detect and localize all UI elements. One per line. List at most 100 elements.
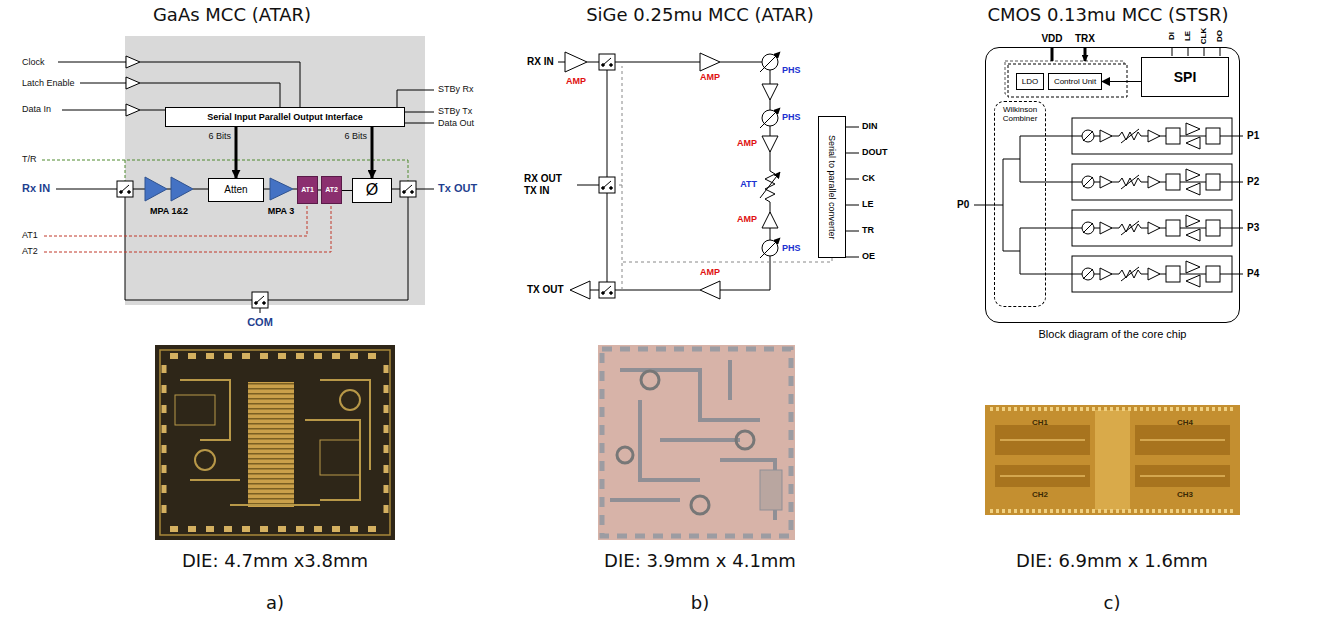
signal-label: RX OUT TX IN <box>524 173 572 197</box>
channel-label: CH1 <box>1032 418 1048 428</box>
sige-block-diagram <box>570 281 720 299</box>
gaas-block-diagram <box>117 181 133 197</box>
amp-label: AMP <box>737 214 757 225</box>
amp-label: AMP <box>700 267 720 278</box>
connector <box>235 127 238 178</box>
gaas-block-diagram <box>44 204 331 252</box>
cmos-block-diagram <box>1072 164 1243 200</box>
node-text: AT1 <box>301 186 314 194</box>
phase-shifter-box: Ø <box>352 178 392 203</box>
edge-label: 6 Bits <box>208 131 231 142</box>
panel-text: c) <box>1104 592 1121 614</box>
amp-label: AMP <box>566 76 586 87</box>
pin-label: AT2 <box>22 246 38 257</box>
gaas-die-photo <box>155 345 395 540</box>
node-text: Block diagram of the core chip <box>986 328 1239 341</box>
node-text: SPI <box>1174 69 1197 85</box>
gaas-die-photo <box>155 345 395 540</box>
gaas-block-diagram <box>125 36 425 305</box>
cmos-block-diagram <box>974 47 1243 292</box>
signal-label: TX OUT <box>527 284 564 296</box>
gaas-die-photo <box>164 365 386 520</box>
cmos-block-diagram <box>1072 210 1243 246</box>
panel-text: GaAs MCC (ATAR) <box>153 4 311 26</box>
pin-label: Data In <box>22 104 51 115</box>
sige-block-diagram <box>760 238 780 258</box>
sige-die-photo <box>736 431 754 449</box>
gaas-block-diagram <box>252 292 268 308</box>
pin-label: STBy Rx <box>438 84 474 95</box>
cmos-die-photo <box>985 405 1240 515</box>
cmos-block-diagram <box>974 136 1072 274</box>
pin-label: T/R <box>22 154 37 165</box>
panel-text: b) <box>691 592 709 614</box>
gaas-die-photo <box>175 395 215 425</box>
signal-label: RX IN <box>527 56 554 68</box>
sige-die-photo <box>691 496 709 514</box>
sige-die-photo <box>598 345 795 540</box>
cmos-block-diagram <box>1052 47 1085 61</box>
spi-box: SPI <box>1141 57 1229 97</box>
gaas-die-photo <box>180 380 370 505</box>
cmos-block-diagram <box>1072 118 1243 154</box>
connector <box>371 127 374 178</box>
panel-text: CMOS 0.13mu MCC (STSR) <box>988 4 1229 26</box>
attenuator-bit-box: AT2 <box>321 176 342 204</box>
gaas-block-diagram <box>145 177 193 201</box>
sige-block-diagram <box>599 177 615 193</box>
panel-text: DIE: 4.7mm x3.8mm <box>182 550 368 572</box>
connector <box>342 190 352 191</box>
amp-label: AMP <box>700 72 720 83</box>
node-text: Serial to parallel converter <box>827 135 837 240</box>
cmos-die-photo <box>985 405 1240 515</box>
signal-label: MPA 1&2 <box>150 206 188 217</box>
sige-block-diagram <box>760 172 780 198</box>
gaas-block-diagram <box>126 56 140 116</box>
interface-box: Serial Input Parallel Output Interface <box>165 107 405 127</box>
port-label: Rx IN <box>22 182 50 195</box>
node-text: AT2 <box>325 186 338 194</box>
node-text: LDO <box>1022 77 1038 86</box>
signal-label: DI <box>1167 32 1177 40</box>
signal-label: DO <box>1215 30 1225 42</box>
sige-block-diagram <box>615 66 832 290</box>
signal-label: CLK <box>1199 28 1209 44</box>
gaas-block-diagram <box>125 197 408 313</box>
pin-label: Data Out <box>438 118 474 129</box>
sige-block-diagram <box>599 282 615 298</box>
sige-block-diagram <box>846 127 859 257</box>
node-text: Control Unit <box>1054 77 1096 86</box>
connector <box>1102 81 1141 82</box>
channel-label: CH3 <box>1177 490 1193 500</box>
channel-label: CH4 <box>1177 418 1193 428</box>
sige-block-diagram <box>558 52 859 299</box>
signal-label: P0 <box>957 199 969 211</box>
sige-block-diagram <box>760 108 780 128</box>
cmos-die-photo <box>1095 410 1130 510</box>
converter-box: Serial to parallel converter <box>818 116 846 258</box>
sige-die-photo <box>760 470 782 510</box>
block-label: PHS <box>782 65 801 76</box>
signal-label: CK <box>862 173 875 184</box>
cmos-die-photo <box>1000 440 1225 476</box>
signal-label: P1 <box>1247 130 1259 142</box>
cmos-die-photo <box>990 409 1236 511</box>
sige-block-diagram <box>599 54 615 70</box>
signal-label: P4 <box>1247 268 1259 280</box>
pin-label: Latch Enable <box>22 78 75 89</box>
gaas-die-photo <box>340 390 360 410</box>
node-text: Serial Input Parallel Output Interface <box>207 112 363 122</box>
sige-die-photo <box>617 447 633 463</box>
core-chip-outline: Block diagram of the core chipLDOControl… <box>985 47 1240 323</box>
signal-label: OE <box>862 251 875 262</box>
sige-die-photo <box>641 371 659 389</box>
node-text: Atten <box>224 184 247 196</box>
panel-text: DIE: 3.9mm x 4.1mm <box>604 550 796 572</box>
gaas-die-photo <box>170 356 380 529</box>
panel-text: SiGe 0.25mu MCC (ATAR) <box>586 4 814 26</box>
